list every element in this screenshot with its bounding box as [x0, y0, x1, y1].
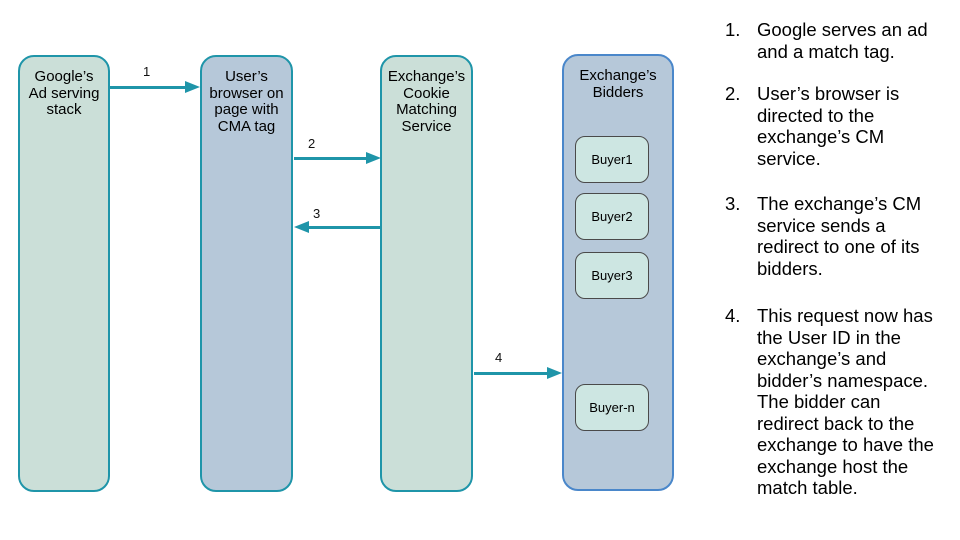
- node-user-browser: User’s browser on page with CMA tag: [200, 55, 293, 492]
- arrowhead-left-icon: [294, 221, 309, 233]
- buyer-box-3: Buyer3: [575, 252, 649, 299]
- arrowhead-right-icon: [185, 81, 200, 93]
- buyer-box-n-label: Buyer-n: [589, 400, 635, 415]
- arrow-line: [307, 225, 381, 229]
- buyer-box-1-label: Buyer1: [591, 152, 633, 167]
- arrow-line: [474, 371, 549, 375]
- step-text: The exchange’s CM service sends a redire…: [757, 193, 922, 279]
- step-text: Google serves an ad and a match tag.: [757, 19, 928, 62]
- step-text: User’s browser is directed to the exchan…: [757, 83, 900, 169]
- node-exchange-cm-service-label: Exchange’s Cookie Matching Service: [387, 68, 466, 135]
- arrow-number-2: 2: [308, 136, 316, 151]
- node-exchange-bidders: Exchange’s Bidders Buyer1 Buyer2 Buyer3 …: [562, 54, 674, 491]
- arrow-number-1: 1: [143, 64, 151, 79]
- node-exchange-bidders-label: Exchange’s Bidders: [579, 67, 657, 101]
- step-number: 1.: [725, 19, 741, 40]
- node-user-browser-label: User’s browser on page with CMA tag: [209, 68, 284, 135]
- buyer-box-1: Buyer1: [575, 136, 649, 183]
- arrow-line: [110, 85, 187, 89]
- step-item-2: 2. User’s browser is directed to the exc…: [725, 83, 957, 169]
- buyer-box-n: Buyer-n: [575, 384, 649, 431]
- step-item-1: 1. Google serves an ad and a match tag.: [725, 19, 957, 62]
- arrowhead-right-icon: [547, 367, 562, 379]
- node-google-ad-stack: Google’s Ad serving stack: [18, 55, 110, 492]
- arrow-number-4: 4: [495, 350, 503, 365]
- buyer-box-2: Buyer2: [575, 193, 649, 240]
- node-google-ad-stack-label: Google’s Ad serving stack: [28, 68, 100, 118]
- buyer-box-2-label: Buyer2: [591, 209, 633, 224]
- step-text: This request now has the User ID in the …: [757, 305, 934, 498]
- arrow-number-3: 3: [313, 206, 321, 221]
- steps-list: 1. Google serves an ad and a match tag. …: [725, 19, 957, 499]
- buyer-box-3-label: Buyer3: [591, 268, 633, 283]
- arrow-line: [294, 156, 368, 160]
- step-item-4: 4. This request now has the User ID in t…: [725, 305, 957, 499]
- step-number: 2.: [725, 83, 741, 104]
- step-item-3: 3. The exchange’s CM service sends a red…: [725, 193, 957, 279]
- step-number: 3.: [725, 193, 741, 214]
- arrowhead-right-icon: [366, 152, 381, 164]
- step-number: 4.: [725, 305, 741, 326]
- node-exchange-cm-service: Exchange’s Cookie Matching Service: [380, 55, 473, 492]
